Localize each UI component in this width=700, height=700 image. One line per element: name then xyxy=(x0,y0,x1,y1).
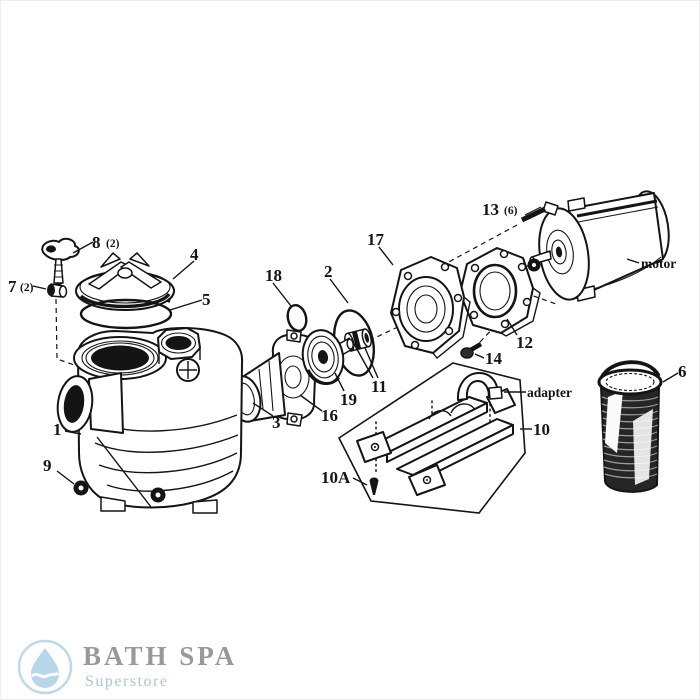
shaft-slinger-washer xyxy=(527,258,541,272)
motor-illustration xyxy=(529,190,670,302)
callout-7: 7 xyxy=(8,277,17,296)
brand-tagline: Superstore xyxy=(85,673,169,690)
callout-18: 18 xyxy=(265,266,282,285)
callout-14: 14 xyxy=(485,349,503,368)
seal-plate xyxy=(390,256,471,359)
pump-housing xyxy=(56,284,244,514)
exploded-parts-diagram: 8 (2) 7 (2) 4 5 18 2 17 13 (6) motor 12 … xyxy=(8,190,687,514)
small-o-ring-18 xyxy=(286,303,308,333)
brand-name: BATH SPA xyxy=(83,641,238,671)
drain-plugs xyxy=(73,480,166,503)
callout-13-qty: (6) xyxy=(504,205,518,217)
strainer-basket xyxy=(597,360,663,493)
callout-7-qty: (2) xyxy=(20,282,34,294)
callout-leader-lines xyxy=(32,241,679,486)
adapter-annotation: adapter xyxy=(527,385,572,400)
knob-nut-7 xyxy=(47,283,68,298)
motor-bolt-13 xyxy=(520,201,559,223)
callout-labels: 8 (2) 7 (2) 4 5 18 2 17 13 (6) motor 12 … xyxy=(8,200,687,487)
callout-9: 9 xyxy=(43,456,52,475)
base-assembly xyxy=(337,362,526,514)
callout-2: 2 xyxy=(324,262,333,281)
callout-4: 4 xyxy=(190,245,199,264)
callout-11: 11 xyxy=(371,377,387,396)
bracket-bolt-14 xyxy=(460,342,483,359)
motor-mounting-bracket xyxy=(459,247,541,337)
impeller xyxy=(301,329,354,385)
callout-13: 13 xyxy=(482,200,499,219)
callout-8-qty: (2) xyxy=(106,238,120,250)
callout-8: 8 xyxy=(92,233,101,252)
base-boundary-outline xyxy=(337,362,526,514)
cover-knob-8 xyxy=(41,237,80,291)
callout-12: 12 xyxy=(516,333,533,352)
callout-10: 10 xyxy=(533,420,550,439)
motor-annotation: motor xyxy=(641,256,676,271)
callout-5: 5 xyxy=(202,290,211,309)
diffuser-assembly xyxy=(228,329,318,427)
cover-o-ring-5 xyxy=(79,298,173,330)
callout-16: 16 xyxy=(321,406,338,425)
callout-3: 3 xyxy=(272,413,281,432)
callout-1: 1 xyxy=(53,420,62,439)
strainer-cover xyxy=(75,252,175,311)
base-screw-10a xyxy=(369,477,379,495)
store-logo: BATH SPA Superstore xyxy=(17,639,237,695)
callout-6: 6 xyxy=(678,362,687,381)
callout-17: 17 xyxy=(367,230,385,249)
water-drop-logo-icon xyxy=(17,639,73,695)
store-logo-text: BATH SPA Superstore xyxy=(83,643,237,691)
motor-adapter-saddle xyxy=(456,372,503,401)
callout-10a: 10A xyxy=(321,468,351,487)
callout-19: 19 xyxy=(340,390,357,409)
